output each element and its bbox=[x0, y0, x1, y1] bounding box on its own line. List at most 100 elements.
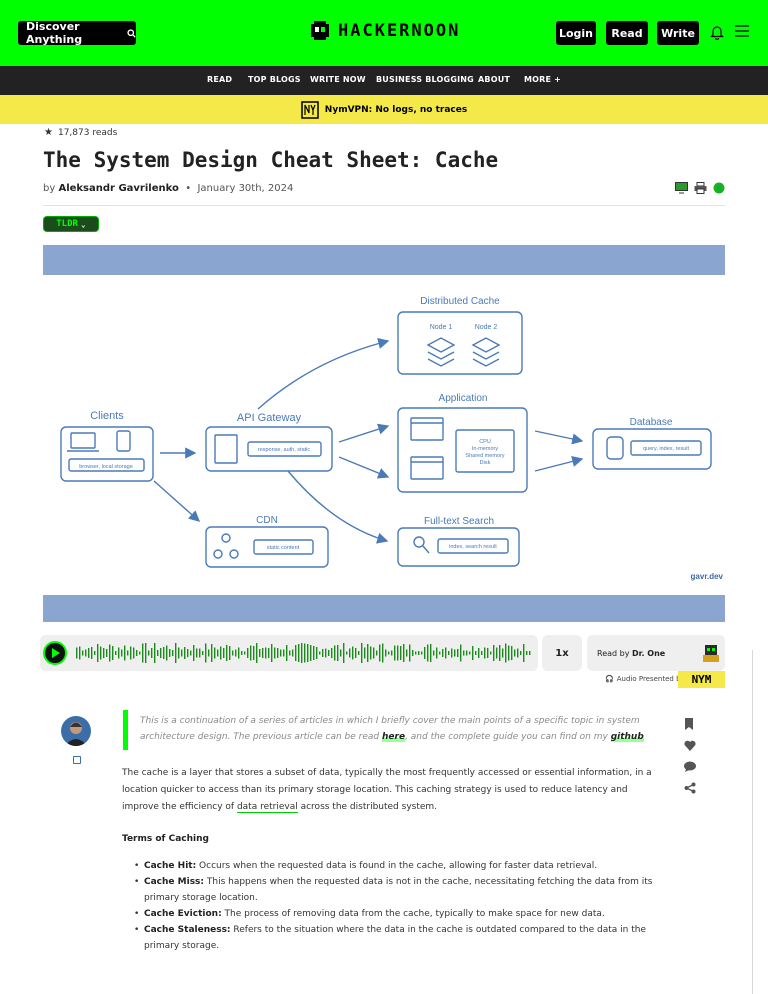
waveform-bar bbox=[433, 650, 435, 656]
bookmark-icon[interactable] bbox=[684, 718, 694, 730]
list-item: Cache Miss: This happens when the reques… bbox=[134, 874, 654, 906]
quote-link-here[interactable]: here bbox=[382, 732, 406, 742]
waveform-bar bbox=[253, 646, 255, 660]
waveform-bar bbox=[373, 647, 375, 659]
comment-icon[interactable] bbox=[684, 761, 696, 772]
menu-icon[interactable] bbox=[734, 24, 750, 38]
waveform-bar bbox=[424, 647, 426, 659]
read-button[interactable]: Read bbox=[606, 21, 648, 45]
green-orb-icon[interactable] bbox=[713, 182, 725, 194]
nav-write-now[interactable]: WRITE NOW bbox=[310, 75, 366, 84]
monitor-icon[interactable] bbox=[675, 182, 688, 194]
waveform-bar bbox=[280, 649, 282, 657]
headphones-icon: 🎧 bbox=[605, 675, 614, 683]
tldr-button[interactable]: TLDR ⌄ bbox=[43, 216, 99, 232]
waveform-bar bbox=[271, 644, 273, 662]
app-box-line3: Shared memory bbox=[465, 453, 504, 459]
waveform-bar bbox=[310, 645, 312, 661]
nav-top-blogs[interactable]: TOP BLOGS bbox=[248, 75, 301, 84]
waveform-bar bbox=[457, 649, 459, 657]
hackernoon-head-icon bbox=[311, 21, 329, 40]
author-avatar[interactable] bbox=[61, 716, 91, 746]
playback-speed-button[interactable]: 1x bbox=[542, 635, 582, 671]
waveform-bar bbox=[160, 648, 162, 658]
waveform-bar bbox=[421, 651, 423, 655]
login-button[interactable]: Login bbox=[556, 21, 596, 45]
waveform-bar bbox=[193, 645, 195, 661]
waveform-bar bbox=[514, 649, 516, 657]
waveform-bar bbox=[307, 644, 309, 662]
waveform-bar bbox=[481, 651, 483, 655]
waveform-bar bbox=[202, 651, 204, 655]
waveform-bar bbox=[325, 648, 327, 658]
byline-divider bbox=[43, 205, 725, 206]
print-icon[interactable] bbox=[694, 182, 707, 194]
waveform-bar bbox=[133, 647, 135, 659]
presented-label: Audio Presented by bbox=[616, 675, 685, 683]
waveform-bar bbox=[490, 651, 492, 655]
waveform-bar bbox=[511, 646, 513, 660]
waveform-bar bbox=[289, 650, 291, 656]
waveform-bar bbox=[97, 644, 99, 662]
waveform-bar bbox=[208, 649, 210, 657]
waveform-bar bbox=[154, 643, 156, 663]
quote-link-github[interactable]: github bbox=[610, 732, 644, 742]
data-retrieval-link[interactable]: data retrieval bbox=[236, 802, 298, 813]
waveform-bar bbox=[262, 648, 264, 658]
promo-banner[interactable]: NymVPN: No logs, no traces bbox=[0, 95, 768, 124]
waveform-bar bbox=[121, 649, 123, 657]
waveform-bar bbox=[109, 644, 111, 662]
audio-waveform[interactable] bbox=[40, 635, 538, 671]
nym-logo-icon bbox=[301, 100, 319, 119]
quote-text-2: , and the complete guide you can find on… bbox=[405, 732, 611, 742]
waveform-bar bbox=[343, 643, 345, 663]
waveform-bar bbox=[235, 649, 237, 657]
nav-about[interactable]: ABOUT bbox=[478, 75, 511, 84]
nav-more[interactable]: MORE + bbox=[524, 75, 562, 84]
audio-presented: 🎧 Audio Presented by bbox=[605, 675, 685, 683]
waveform-bar bbox=[178, 647, 180, 659]
nym-sponsor-badge[interactable]: NYM bbox=[678, 671, 725, 688]
bell-icon[interactable] bbox=[710, 24, 724, 40]
top-bar: Discover Anything HACKERNOON Login Read … bbox=[0, 0, 768, 66]
write-button[interactable]: Write bbox=[657, 21, 699, 45]
waveform-bar bbox=[472, 646, 474, 660]
byline-actions bbox=[675, 182, 725, 194]
quote-text-1: This is a continuation of a series of ar… bbox=[140, 716, 640, 742]
waveform-bar bbox=[220, 646, 222, 660]
waveform-bar bbox=[322, 649, 324, 657]
waveform-bar bbox=[352, 646, 354, 660]
hackernoon-logo[interactable]: HACKERNOON bbox=[310, 20, 460, 42]
waveform-bar bbox=[334, 645, 336, 661]
waveform-bar bbox=[301, 643, 303, 663]
waveform-bar bbox=[211, 644, 213, 662]
waveform-bar bbox=[379, 644, 381, 662]
waveform-bar bbox=[169, 649, 171, 657]
intro-quote: This is a continuation of a series of ar… bbox=[140, 713, 652, 745]
waveform-bar bbox=[346, 651, 348, 655]
intro-paragraph: The cache is a layer that stores a subse… bbox=[122, 765, 652, 816]
author-link[interactable]: Aleksandr Gavrilenko bbox=[58, 183, 179, 194]
play-button[interactable] bbox=[43, 641, 67, 665]
waveform-bar bbox=[217, 649, 219, 657]
waveform-bar bbox=[88, 648, 90, 658]
nav-business-blogging[interactable]: BUSINESS BLOGGING bbox=[376, 75, 474, 84]
share-icon[interactable] bbox=[684, 782, 696, 794]
waveform-bar bbox=[418, 651, 420, 655]
nav-read[interactable]: READ bbox=[207, 75, 233, 84]
waveform-bar bbox=[118, 647, 120, 659]
waveform-bar bbox=[142, 643, 144, 663]
waveform-bar bbox=[268, 648, 270, 658]
waveform-bar bbox=[430, 644, 432, 662]
waveform-bar bbox=[349, 648, 351, 658]
waveform-bar bbox=[439, 651, 441, 655]
heart-icon[interactable] bbox=[684, 740, 696, 751]
waveform-bar bbox=[466, 650, 468, 656]
terms-list: Cache Hit: Occurs when the requested dat… bbox=[134, 858, 654, 954]
waveform-bar bbox=[223, 648, 225, 658]
diagram-credit: gavr.dev bbox=[691, 572, 724, 581]
waveform-bar bbox=[319, 651, 321, 655]
byline-separator: • bbox=[185, 183, 192, 194]
waveform-bar bbox=[505, 643, 507, 663]
discover-anything-button[interactable]: Discover Anything bbox=[18, 20, 136, 46]
